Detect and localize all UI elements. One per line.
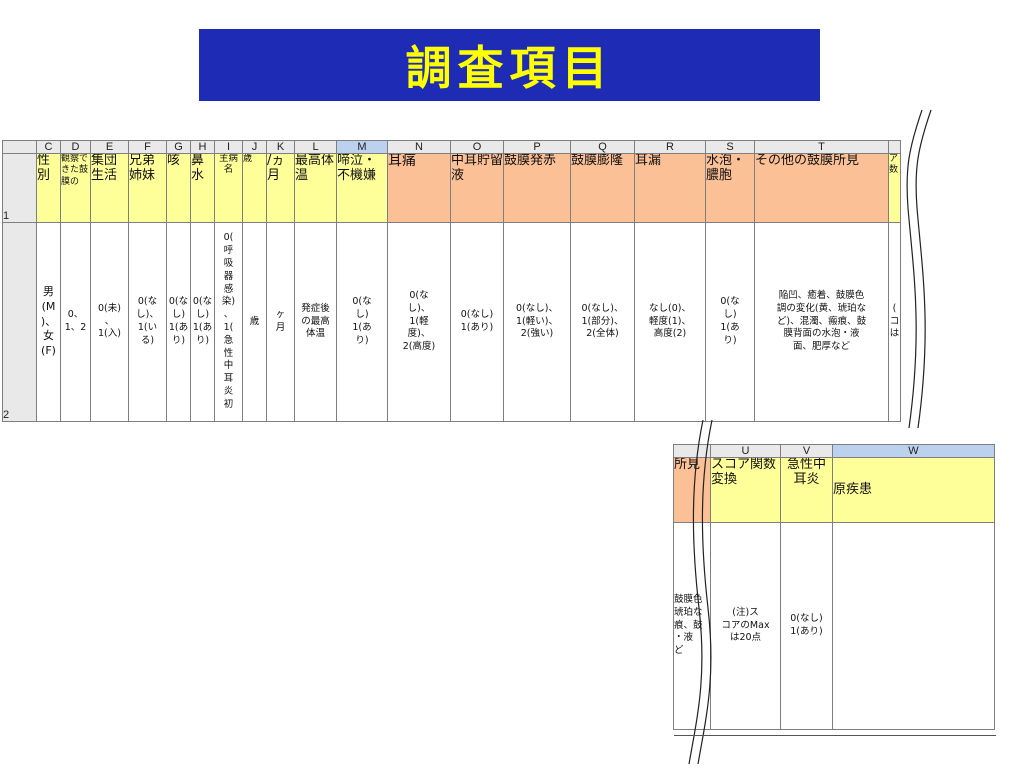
header-cell-crying-irritability[interactable]: 啼泣・不機嫌 [336,153,388,223]
header-cell-blister-pustule[interactable]: 水泡・膿胞 [705,153,755,223]
column-header-c[interactable]: C [36,140,61,154]
header-cell-other-eardrum-findings[interactable]: その他の鼓膜所見 [754,153,889,223]
value-cell-clipped[interactable]: ( コ は [888,222,901,422]
header-cell-score-conversion[interactable]: スコア関数変換 [710,457,781,523]
value-cell-max-temperature[interactable]: 発症後 の最高 体温 [294,222,337,422]
value-cell-cough[interactable]: 0(な し) 1(あ り) [166,222,191,422]
column-header-clipped-2[interactable] [673,444,711,458]
column-header-r[interactable]: R [634,140,706,154]
spreadsheet-row-1: 1 性別 観察できた鼓膜の 集団生活 兄弟姉妹 咳 鼻水 主病名 歳 /ヵ月 最… [2,153,901,223]
header-cell-age-years[interactable]: 歳 [242,153,267,223]
column-header-k[interactable]: K [266,140,295,154]
column-header-t[interactable]: T [754,140,889,154]
value-cell-underlying-disease[interactable] [832,522,995,730]
value-cell-runny-nose[interactable]: 0(な し) 1(あ り) [190,222,215,422]
value-cell-age-years[interactable]: 歳 [242,222,267,422]
column-header-q[interactable]: Q [570,140,635,154]
column-header-u[interactable]: U [710,444,781,458]
header-cell-cough[interactable]: 咳 [166,153,191,223]
value-cell-other-eardrum-findings[interactable]: 陥凹、癒着、鼓膜色 調の変化(黄、琥珀な ど)、混濁、瘢痕、鼓 膜背面の水泡・液… [754,222,889,422]
cut-line-right [906,109,932,429]
header-cell-underlying-disease[interactable]: 原疾患 [832,457,995,523]
column-header-d[interactable]: D [60,140,91,154]
column-header-clipped[interactable] [888,140,901,154]
column-header-n[interactable]: N [387,140,451,154]
corner-cell[interactable] [2,140,37,154]
value-cell-otorrhea[interactable]: なし(0)、 軽度(1)、 高度(2) [634,222,706,422]
column-header-j[interactable]: J [242,140,267,154]
table-bottom-border [674,735,996,736]
header-cell-group-life[interactable]: 集団生活 [90,153,129,223]
column-header-e[interactable]: E [90,140,129,154]
value-cell-group-life[interactable]: 0(未) 、 1(入) [90,222,129,422]
column-header-h[interactable]: H [190,140,215,154]
header-cell-middle-ear-effusion[interactable]: 中耳貯留液 [450,153,504,223]
spreadsheet-row-2: 2 男 (M )、 女 (F) 0、 1、2 0(未) 、 1(入) 0(な し… [2,222,901,422]
value-cell-siblings[interactable]: 0(な し)、 1(い る) [128,222,167,422]
header-cell-eardrum-redness[interactable]: 鼓膜発赤 [503,153,571,223]
spreadsheet-row-2-continuation: 鼓膜色 琥珀な 痕、鼓 ・液 ど (注)ス コアのMax は20点 0(なし) … [673,522,995,730]
value-cell-gender[interactable]: 男 (M )、 女 (F) [36,222,61,422]
header-cell-ear-pain[interactable]: 耳痛 [387,153,451,223]
header-cell-main-diagnosis[interactable]: 主病名 [214,153,243,223]
row-number-1[interactable]: 1 [2,153,37,223]
column-header-i[interactable]: I [214,140,243,154]
row-number-2[interactable]: 2 [2,222,37,422]
value-cell-middle-ear-effusion[interactable]: 0(なし) 1(あり) [450,222,504,422]
value-cell-main-diagnosis[interactable]: 0( 呼 吸 器 感 染) 、 1( 急 性 中 耳 炎 初 [214,222,243,422]
spreadsheet-continuation: U V W 所見 スコア関数変換 急性中耳炎 原疾患 鼓膜色 琥珀な 痕、鼓 ・… [673,444,995,730]
column-header-w[interactable]: W [832,444,995,458]
value-cell-eardrum-bulging[interactable]: 0(なし)、 1(部分)、 2(全体) [570,222,635,422]
header-cell-age-months[interactable]: /ヵ月 [266,153,295,223]
column-header-l[interactable]: L [294,140,337,154]
value-cell-ear-pain[interactable]: 0(な し)、 1(軽 度)、 2(高度) [387,222,451,422]
column-header-s[interactable]: S [705,140,755,154]
value-cell-observed-eardrum[interactable]: 0、 1、2 [60,222,91,422]
header-cell-clipped-findings[interactable]: 所見 [673,457,711,523]
header-cell-siblings[interactable]: 兄弟姉妹 [128,153,167,223]
value-cell-acute-otitis-media[interactable]: 0(なし) 1(あり) [780,522,833,730]
column-header-g[interactable]: G [166,140,191,154]
header-cell-gender[interactable]: 性別 [36,153,61,223]
spreadsheet-main: C D E F G H I J K L M N O P Q R S T 1 性別… [2,140,901,422]
header-cell-max-temperature[interactable]: 最高体温 [294,153,337,223]
banner-title: 調査項目 [405,41,614,95]
value-cell-eardrum-redness[interactable]: 0(なし)、 1(軽い)、 2(強い) [503,222,571,422]
column-header-f[interactable]: F [128,140,167,154]
title-banner: 調査項目 [199,29,820,101]
value-cell-clipped-findings[interactable]: 鼓膜色 琥珀な 痕、鼓 ・液 ど [673,522,711,730]
value-cell-blister-pustule[interactable]: 0(な し) 1(あ り) [705,222,755,422]
column-header-row: C D E F G H I J K L M N O P Q R S T [2,140,901,154]
column-header-p[interactable]: P [503,140,571,154]
column-header-v[interactable]: V [780,444,833,458]
spreadsheet-row-1-continuation: 所見 スコア関数変換 急性中耳炎 原疾患 [673,457,995,523]
column-header-row-continuation: U V W [673,444,995,458]
header-cell-otorrhea[interactable]: 耳漏 [634,153,706,223]
header-cell-observed-eardrum[interactable]: 観察できた鼓膜の [60,153,91,223]
header-cell-clipped[interactable]: ア数 [888,153,901,223]
header-cell-runny-nose[interactable]: 鼻水 [190,153,215,223]
value-cell-score-conversion[interactable]: (注)ス コアのMax は20点 [710,522,781,730]
header-cell-acute-otitis-media[interactable]: 急性中耳炎 [780,457,833,523]
value-cell-age-months[interactable]: ヶ 月 [266,222,295,422]
header-cell-eardrum-bulging[interactable]: 鼓膜膨隆 [570,153,635,223]
value-cell-crying-irritability[interactable]: 0(な し) 1(あ り) [336,222,388,422]
column-header-m[interactable]: M [336,140,388,154]
column-header-o[interactable]: O [450,140,504,154]
